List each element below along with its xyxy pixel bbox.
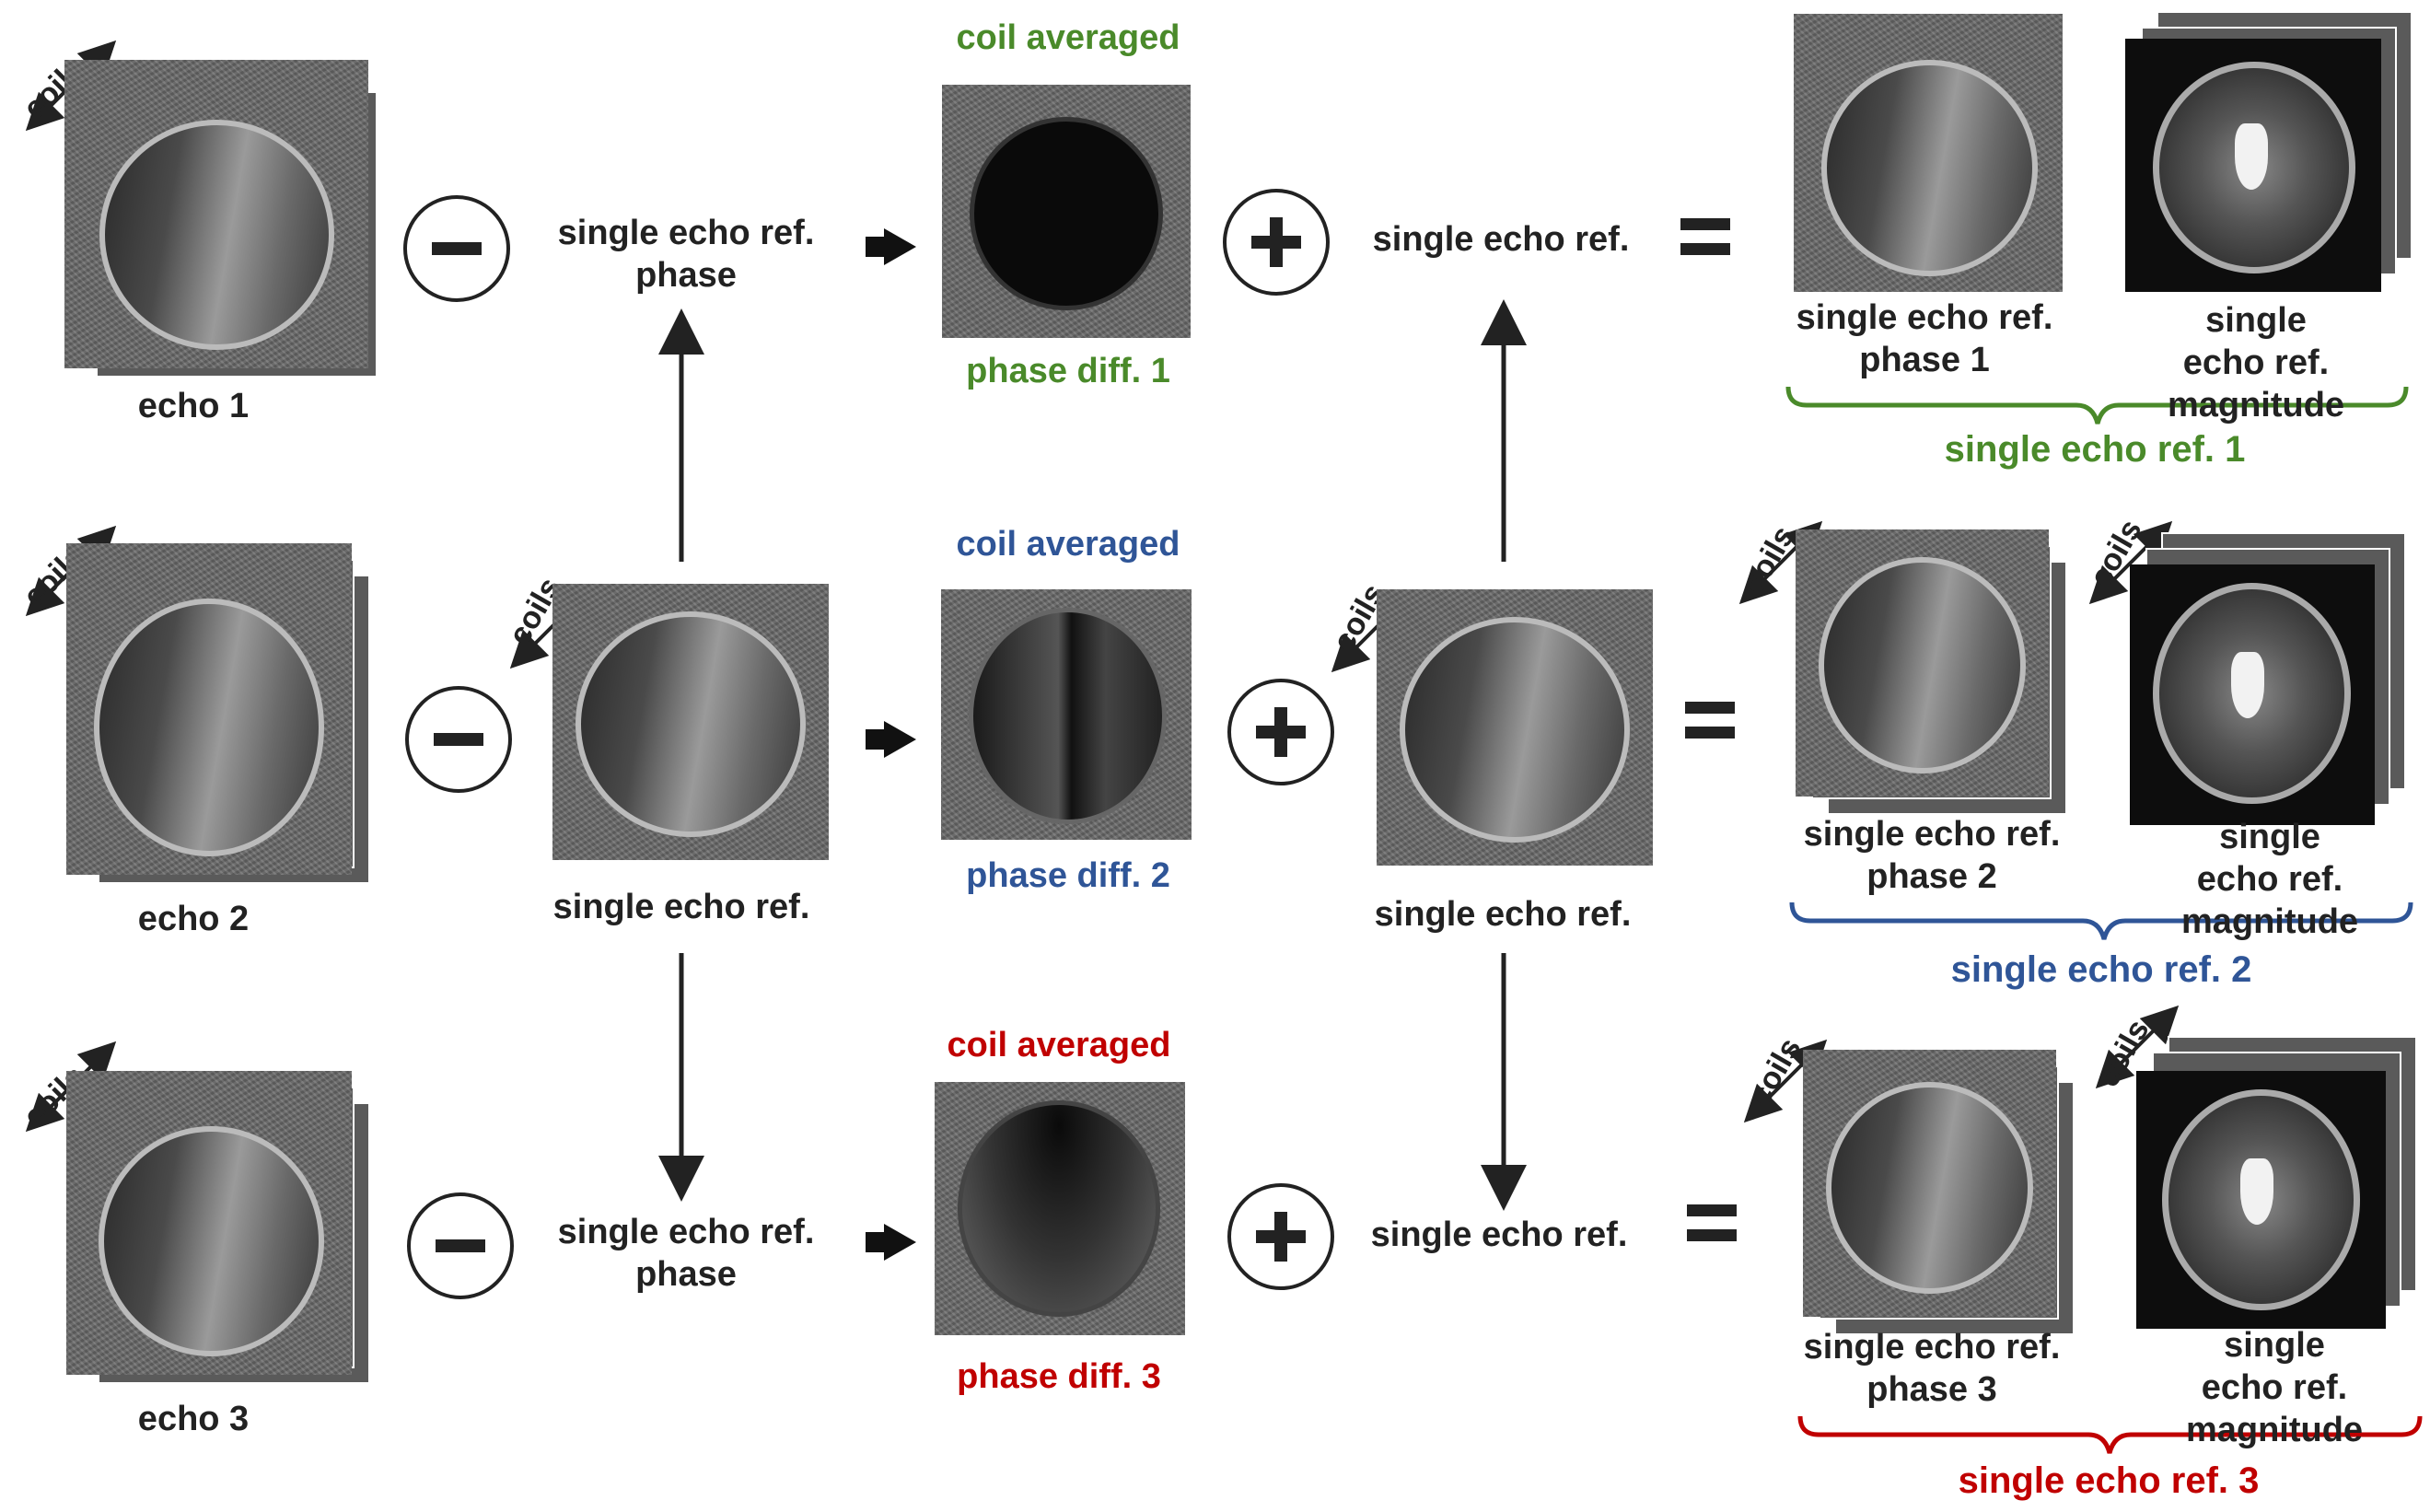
out-mag2-image-stack (2130, 532, 2406, 825)
phase-diff3-image (935, 1082, 1185, 1335)
out-mag3-image-stack (2136, 1036, 2417, 1329)
minus-operator-row2 (405, 686, 512, 793)
out-phase1-label: single echo ref. phase 1 (1796, 298, 2053, 379)
out-phase2-label: single echo ref. phase 2 (1803, 815, 2061, 896)
echo3-image-stack (66, 1071, 370, 1384)
equals-row2 (1685, 702, 1735, 751)
coil-avg-label-row3: coil averaged (947, 1026, 1171, 1064)
out-mag3-label: single echo ref. magnitude (2185, 1326, 2364, 1449)
out-mag2-label: single echo ref. magnitude (2180, 818, 2359, 941)
echo1-image-stack (64, 60, 378, 378)
ref-right-label-row2: single echo ref. (1374, 895, 1632, 934)
brace-group1 (1785, 386, 2409, 425)
equals-row1 (1680, 218, 1730, 268)
phase-diff1-label: phase diff. 1 (966, 352, 1170, 390)
out-phase2-image-stack (1796, 529, 2067, 815)
phase-diff2-image (941, 589, 1192, 840)
coils-arrow-out-mag3 (2095, 1005, 2180, 1089)
coils-arrow-out-mag2 (2088, 520, 2173, 605)
group1-label: single echo ref. 1 (1944, 429, 2246, 470)
phase-diff1-image (942, 85, 1191, 338)
echo1-label: echo 1 (137, 387, 250, 425)
out-mag1-label: single echo ref. magnitude (2167, 301, 2345, 425)
ref-right-label-row3: single echo ref. (1370, 1215, 1628, 1254)
fat-arrow-row3 (866, 1224, 916, 1261)
equals-row3 (1687, 1204, 1737, 1254)
ref-phase-label-row1: single echo ref. phase (557, 214, 815, 295)
plus-operator-row2 (1227, 679, 1334, 785)
echo2-label: echo 2 (137, 900, 250, 938)
out-phase3-image-stack (1803, 1050, 2075, 1335)
echo3-label: echo 3 (137, 1400, 250, 1438)
fat-arrow-row2 (866, 721, 916, 758)
brace-group3 (1797, 1415, 2423, 1454)
phase-diff3-label: phase diff. 3 (957, 1357, 1161, 1396)
group2-label: single echo ref. 2 (1950, 949, 2252, 990)
coil-avg-label-row1: coil averaged (956, 18, 1180, 57)
fat-arrow-row1 (866, 228, 916, 265)
out-phase1-image (1794, 14, 2063, 292)
ref-right-label-row1: single echo ref. (1372, 220, 1630, 259)
ref-left-image-stack (552, 584, 829, 860)
echo2-image-stack (66, 543, 370, 884)
minus-operator-row3 (407, 1192, 514, 1299)
out-phase3-label: single echo ref. phase 3 (1803, 1328, 2061, 1409)
ref-left-label: single echo ref. (552, 888, 810, 926)
out-mag1-image-stack (2125, 11, 2413, 292)
coil-avg-label-row2: coil averaged (956, 525, 1180, 564)
minus-operator-row1 (403, 195, 510, 302)
plus-operator-row3 (1227, 1183, 1334, 1290)
brace-group2 (1789, 901, 2413, 940)
ref-phase-label-row3: single echo ref. phase (557, 1213, 815, 1294)
group3-label: single echo ref. 3 (1958, 1460, 2260, 1501)
plus-operator-row1 (1223, 189, 1330, 296)
ref-right-image-stack (1377, 589, 1653, 866)
phase-diff2-label: phase diff. 2 (966, 856, 1170, 895)
